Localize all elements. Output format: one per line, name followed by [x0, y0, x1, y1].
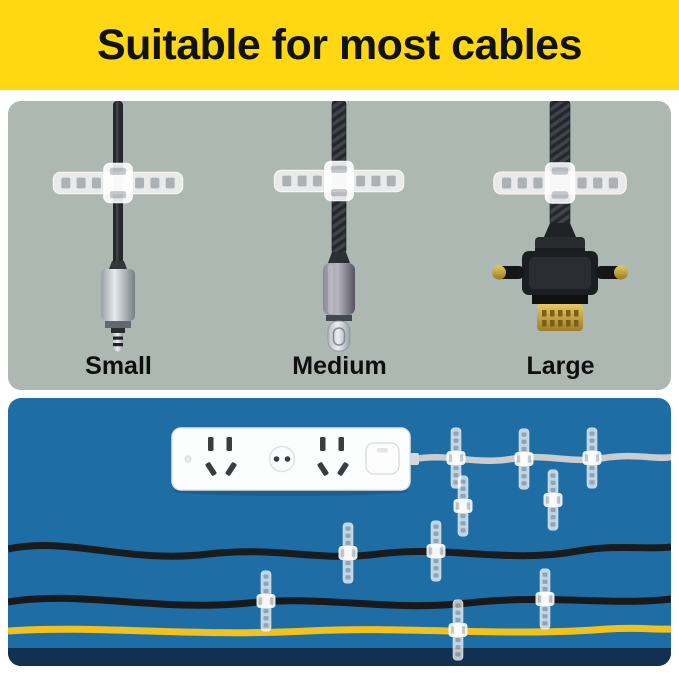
size-item-small: Small [8, 101, 229, 390]
usage-scene-panel [8, 398, 671, 666]
cable-clip-icon [426, 520, 446, 582]
cable-clip-icon [52, 162, 184, 204]
size-label-large: Large [526, 352, 595, 380]
size-label-medium: Medium [292, 352, 387, 380]
black-cable-2 [8, 594, 671, 610]
usb-c-cable-icon [273, 101, 405, 352]
cable-sizes-panel: Small [8, 101, 671, 390]
outlet-1 [205, 437, 237, 476]
black-cable-1 [8, 541, 671, 560]
size-item-medium: Medium [229, 101, 450, 390]
power-switch [365, 442, 400, 475]
size-item-large: Large [450, 101, 671, 390]
cable-clip-icon [256, 570, 276, 632]
cable-clip-icon [273, 160, 405, 202]
usage-scene [8, 427, 671, 666]
indicator-light [184, 455, 192, 463]
cable-clip-icon [535, 568, 555, 630]
vga-cable-icon [492, 101, 628, 331]
outlet-round [268, 445, 296, 473]
vga-connector [492, 223, 628, 331]
usb-c-connector [323, 252, 355, 352]
cable-clip-icon [543, 469, 563, 531]
power-strip [171, 427, 419, 496]
page-title: Suitable for most cables [96, 20, 583, 69]
cable-sizes-grid: Small [8, 101, 671, 390]
cable-clip-icon [338, 522, 358, 584]
cable-clip-icon [582, 427, 602, 489]
aux-connector [101, 261, 135, 352]
size-label-small: Small [85, 352, 152, 380]
yellow-cable [8, 624, 671, 637]
cable-clip-icon [514, 428, 534, 490]
cord-exit [410, 453, 419, 465]
floor-strip [8, 648, 671, 666]
cable-clip-icon [493, 162, 627, 204]
aux-3-5mm-cable-icon [52, 101, 184, 352]
title-banner: Suitable for most cables [0, 0, 679, 90]
outlet-2 [317, 437, 349, 476]
